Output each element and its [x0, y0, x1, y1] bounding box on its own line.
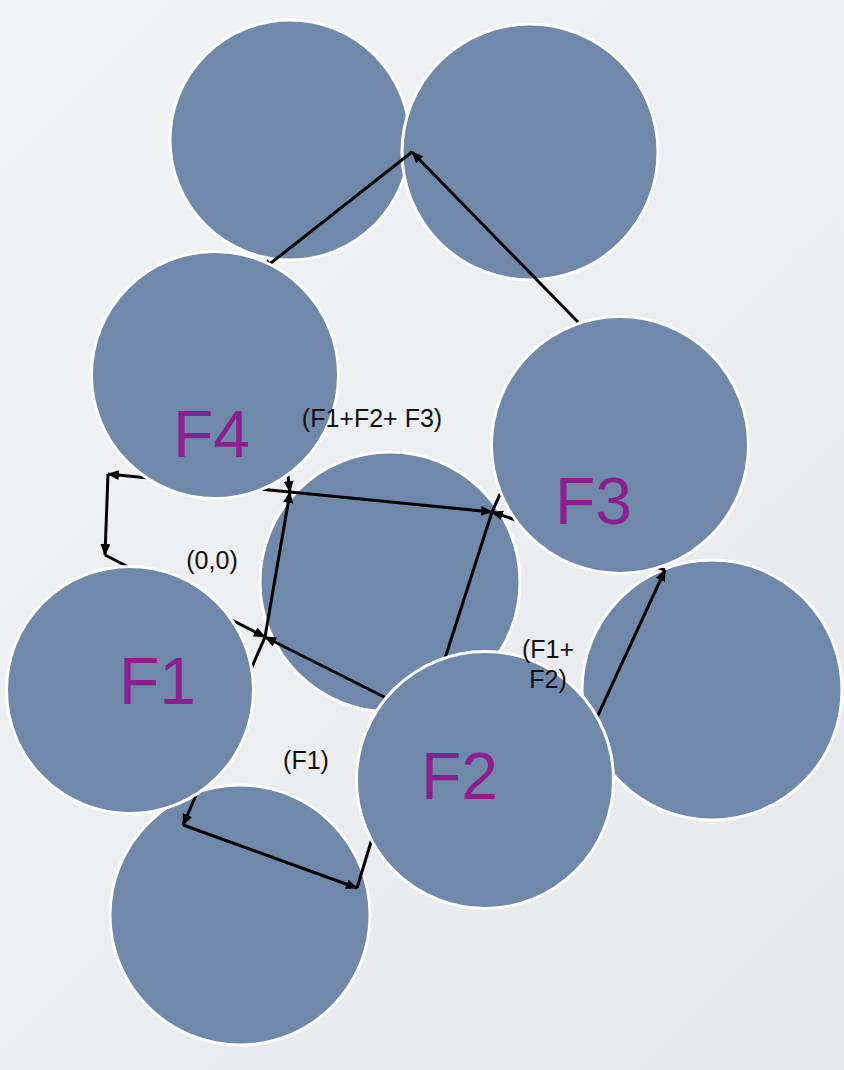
polygon-sum-label: (0,0): [162, 545, 262, 575]
force-label: F2: [421, 743, 498, 809]
polygon-sum-label: (F1+F2+ F3): [297, 403, 447, 433]
polygon-sum-label: (F1+ F2): [503, 634, 593, 694]
force-label: F1: [119, 648, 196, 714]
grain-circle: F4: [90, 250, 340, 500]
plain-grains: [110, 20, 842, 1045]
grain-circle: F3: [490, 315, 750, 575]
grain-circle: F1: [5, 565, 255, 815]
grain-circle: F2: [355, 650, 615, 910]
polygon-sum-label: (F1): [261, 745, 351, 775]
force-label: F3: [555, 468, 632, 534]
force-label: F4: [173, 401, 250, 467]
